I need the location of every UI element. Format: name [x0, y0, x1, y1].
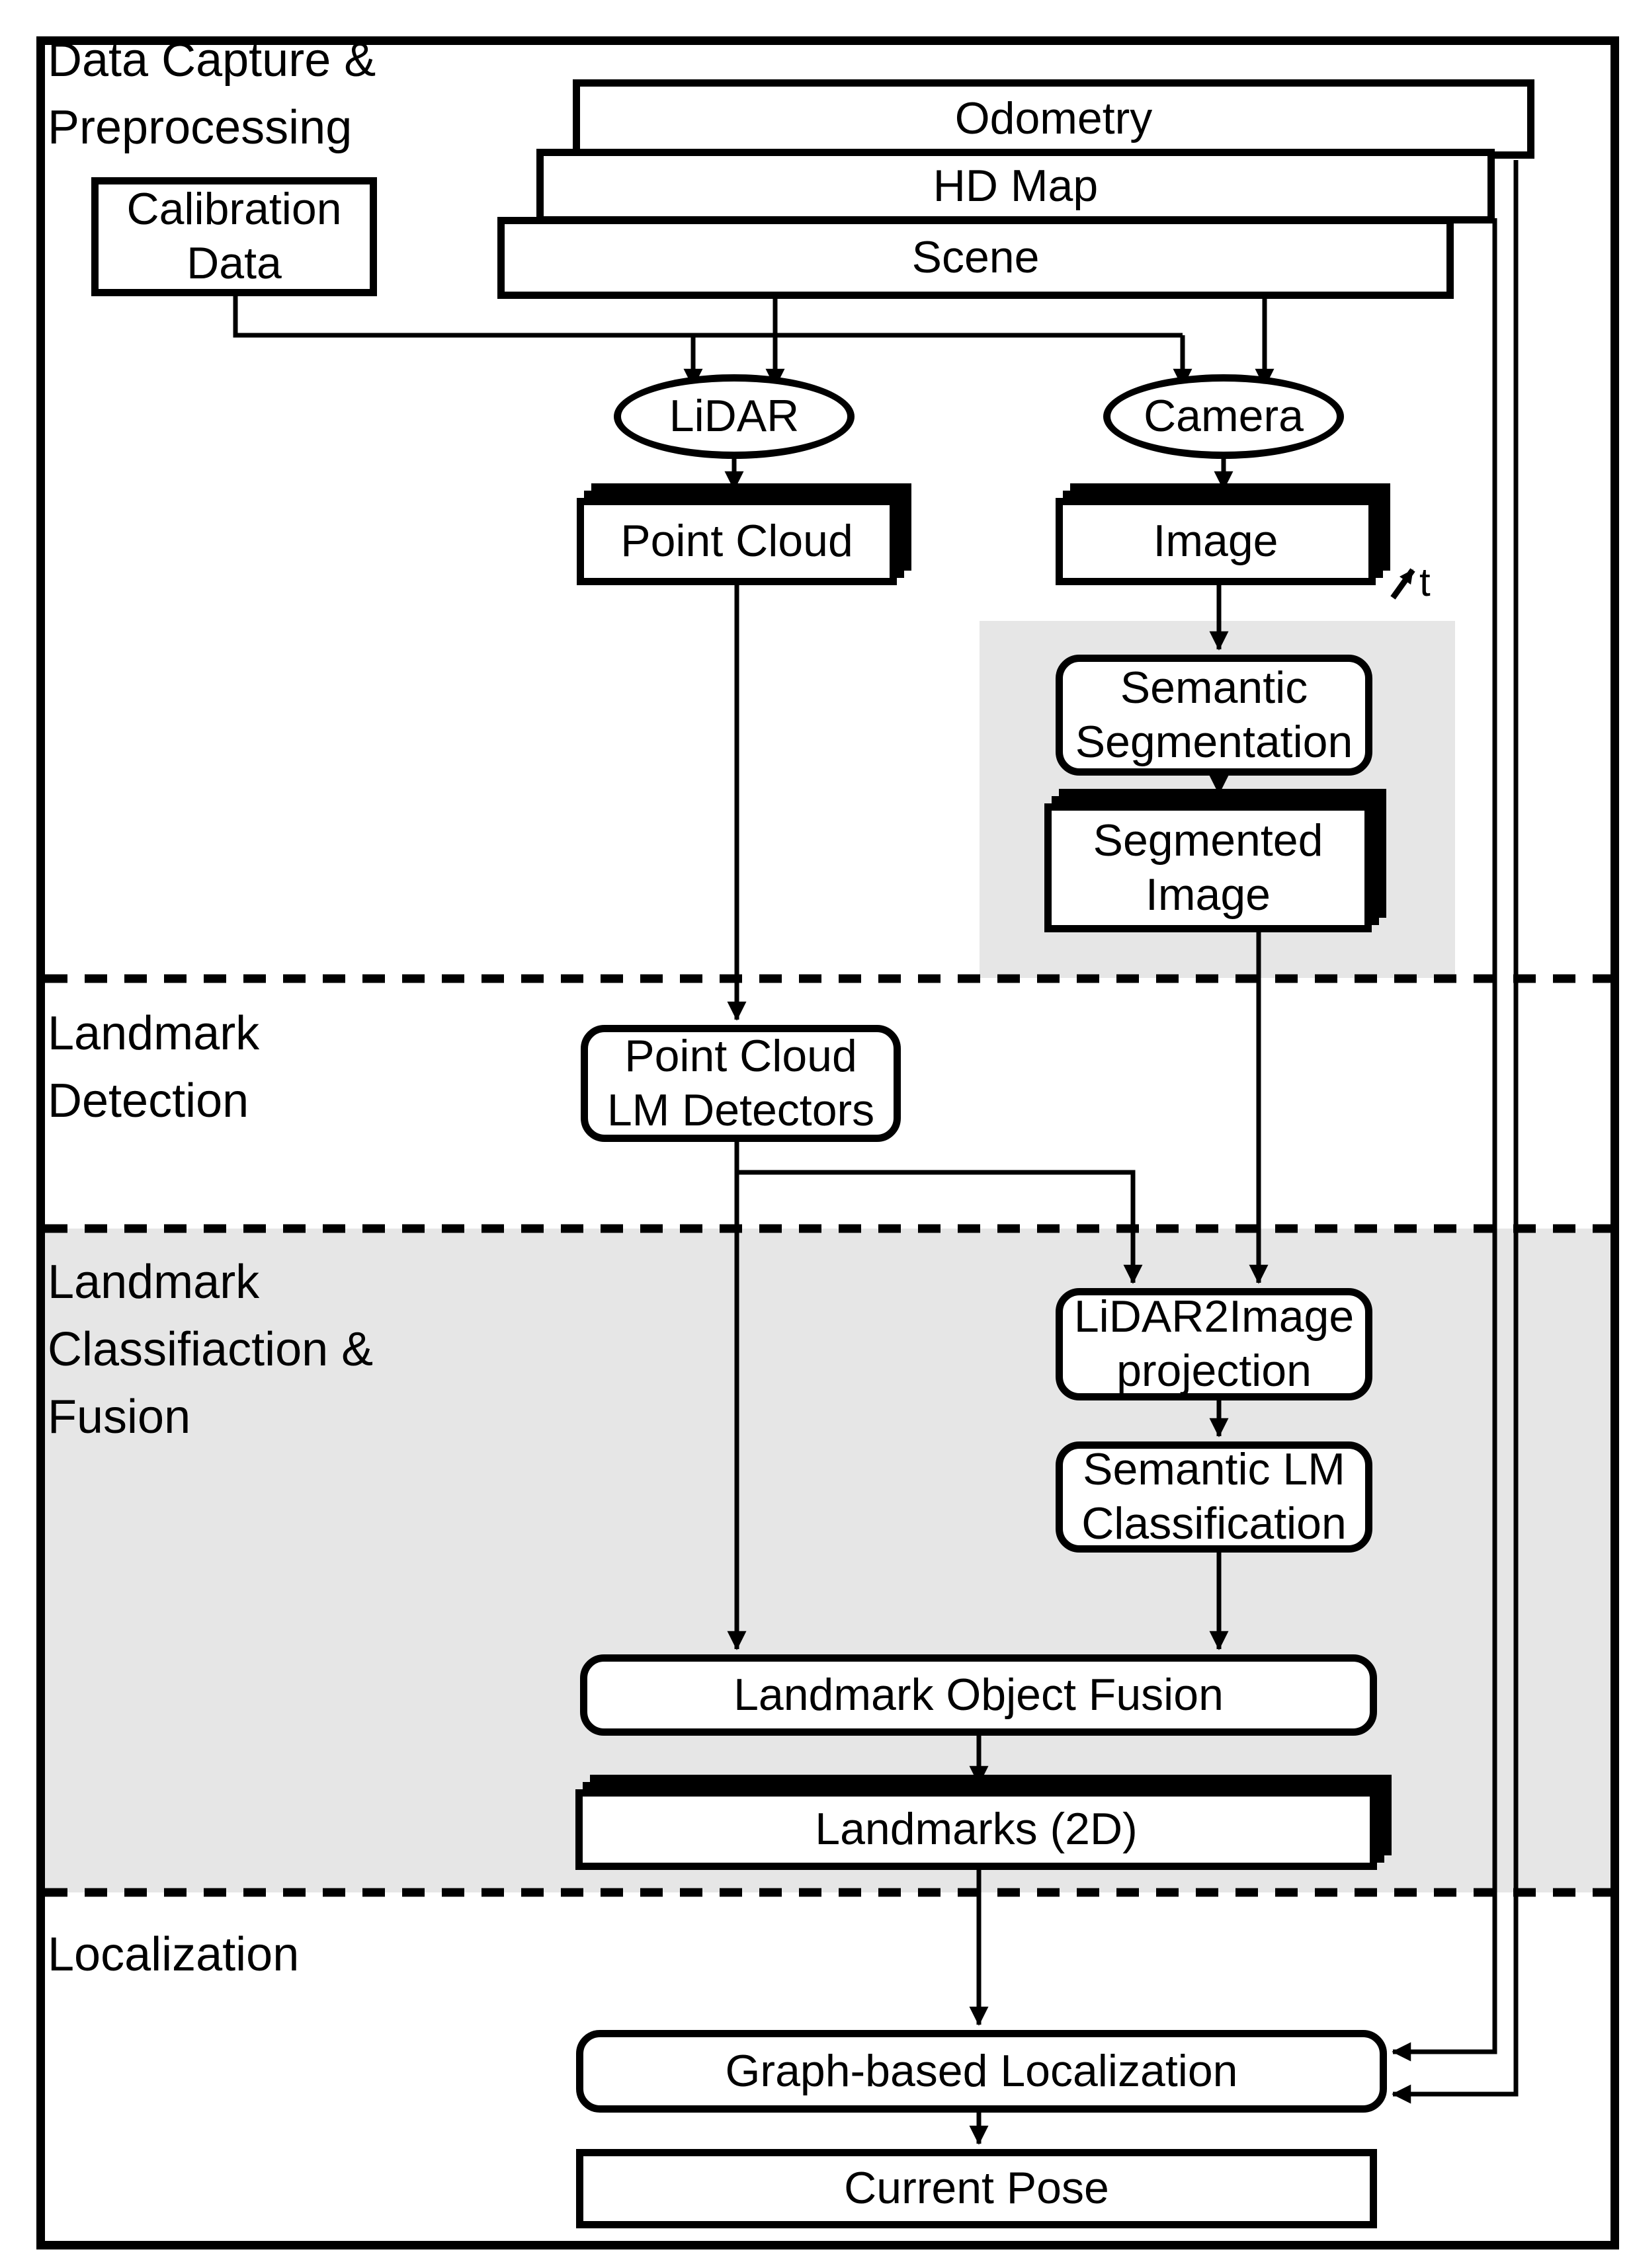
stack-front: Point Cloud [577, 498, 897, 585]
node-current-pose: Current Pose [576, 2149, 1377, 2228]
node-point-cloud-stack: Point Cloud [577, 483, 911, 585]
node-image-stack: Image [1056, 483, 1390, 585]
node-hd-map-label: HD Map [933, 160, 1099, 211]
node-graph-based-localization: Graph-based Localization [576, 2030, 1387, 2113]
node-point-cloud-label: Point Cloud [620, 516, 853, 567]
node-segmented-image-label: Segmented Image [1093, 815, 1323, 920]
node-lidar-ellipse: LiDAR [614, 374, 855, 459]
node-image-label: Image [1153, 516, 1278, 567]
edge-hdmap-to-graph [1392, 218, 1497, 2062]
section-label-landmark-classification: Landmark Classifiaction & Fusion [48, 1256, 374, 1444]
node-calibration-data-label: Calibration Data [126, 184, 342, 288]
time-label: t [1419, 560, 1431, 604]
node-scene: Scene [497, 217, 1454, 299]
node-current-pose-label: Current Pose [844, 2163, 1109, 2214]
time-arrow-icon [1390, 568, 1415, 600]
section-label-localization: Localization [48, 1928, 300, 1981]
node-odometry: Odometry [573, 79, 1534, 159]
stack-front: Segmented Image [1044, 803, 1372, 932]
node-lidar-label: LiDAR [669, 391, 800, 442]
node-landmark-object-fusion-label: Landmark Object Fusion [733, 1669, 1224, 1720]
edge-calibration-bus [233, 296, 1183, 338]
node-calibration-data: Calibration Data [91, 177, 377, 296]
node-semantic-lm-classification: Semantic LM Classification [1056, 1441, 1372, 1553]
stack-front: Landmarks (2D) [575, 1789, 1377, 1870]
node-graph-based-localization-label: Graph-based Localization [725, 2045, 1238, 2096]
node-lidar2image-projection-label: LiDAR2Image projection [1073, 1291, 1355, 1396]
section-label-data-capture: Data Capture & Preprocessing [48, 34, 376, 155]
node-lidar2image-projection: LiDAR2Image projection [1056, 1288, 1372, 1400]
node-landmark-object-fusion: Landmark Object Fusion [580, 1654, 1377, 1736]
node-landmarks-2d-stack: Landmarks (2D) [575, 1775, 1392, 1870]
node-scene-label: Scene [911, 232, 1040, 283]
node-point-cloud-lm-detectors: Point Cloud LM Detectors [581, 1025, 901, 1142]
node-odometry-label: Odometry [954, 93, 1153, 144]
node-hd-map: HD Map [536, 149, 1495, 223]
node-semantic-segmentation-label: Semantic Segmentation [1075, 662, 1353, 767]
section-label-landmark-detection: Landmark Detection [48, 1007, 260, 1128]
node-semantic-lm-classification-label: Semantic LM Classification [1081, 1444, 1347, 1549]
node-point-cloud-lm-detectors-label: Point Cloud LM Detectors [606, 1030, 875, 1135]
edge-odometry-to-graph [1392, 160, 1519, 2104]
stack-front: Image [1056, 498, 1376, 585]
node-segmented-image-stack: Segmented Image [1044, 789, 1386, 932]
node-camera-ellipse: Camera [1103, 374, 1344, 459]
node-landmarks-2d-label: Landmarks (2D) [815, 1804, 1138, 1855]
node-camera-label: Camera [1144, 391, 1304, 442]
edge-detectors-to-lidar2image [737, 1170, 1143, 1284]
node-semantic-segmentation: Semantic Segmentation [1056, 655, 1372, 776]
